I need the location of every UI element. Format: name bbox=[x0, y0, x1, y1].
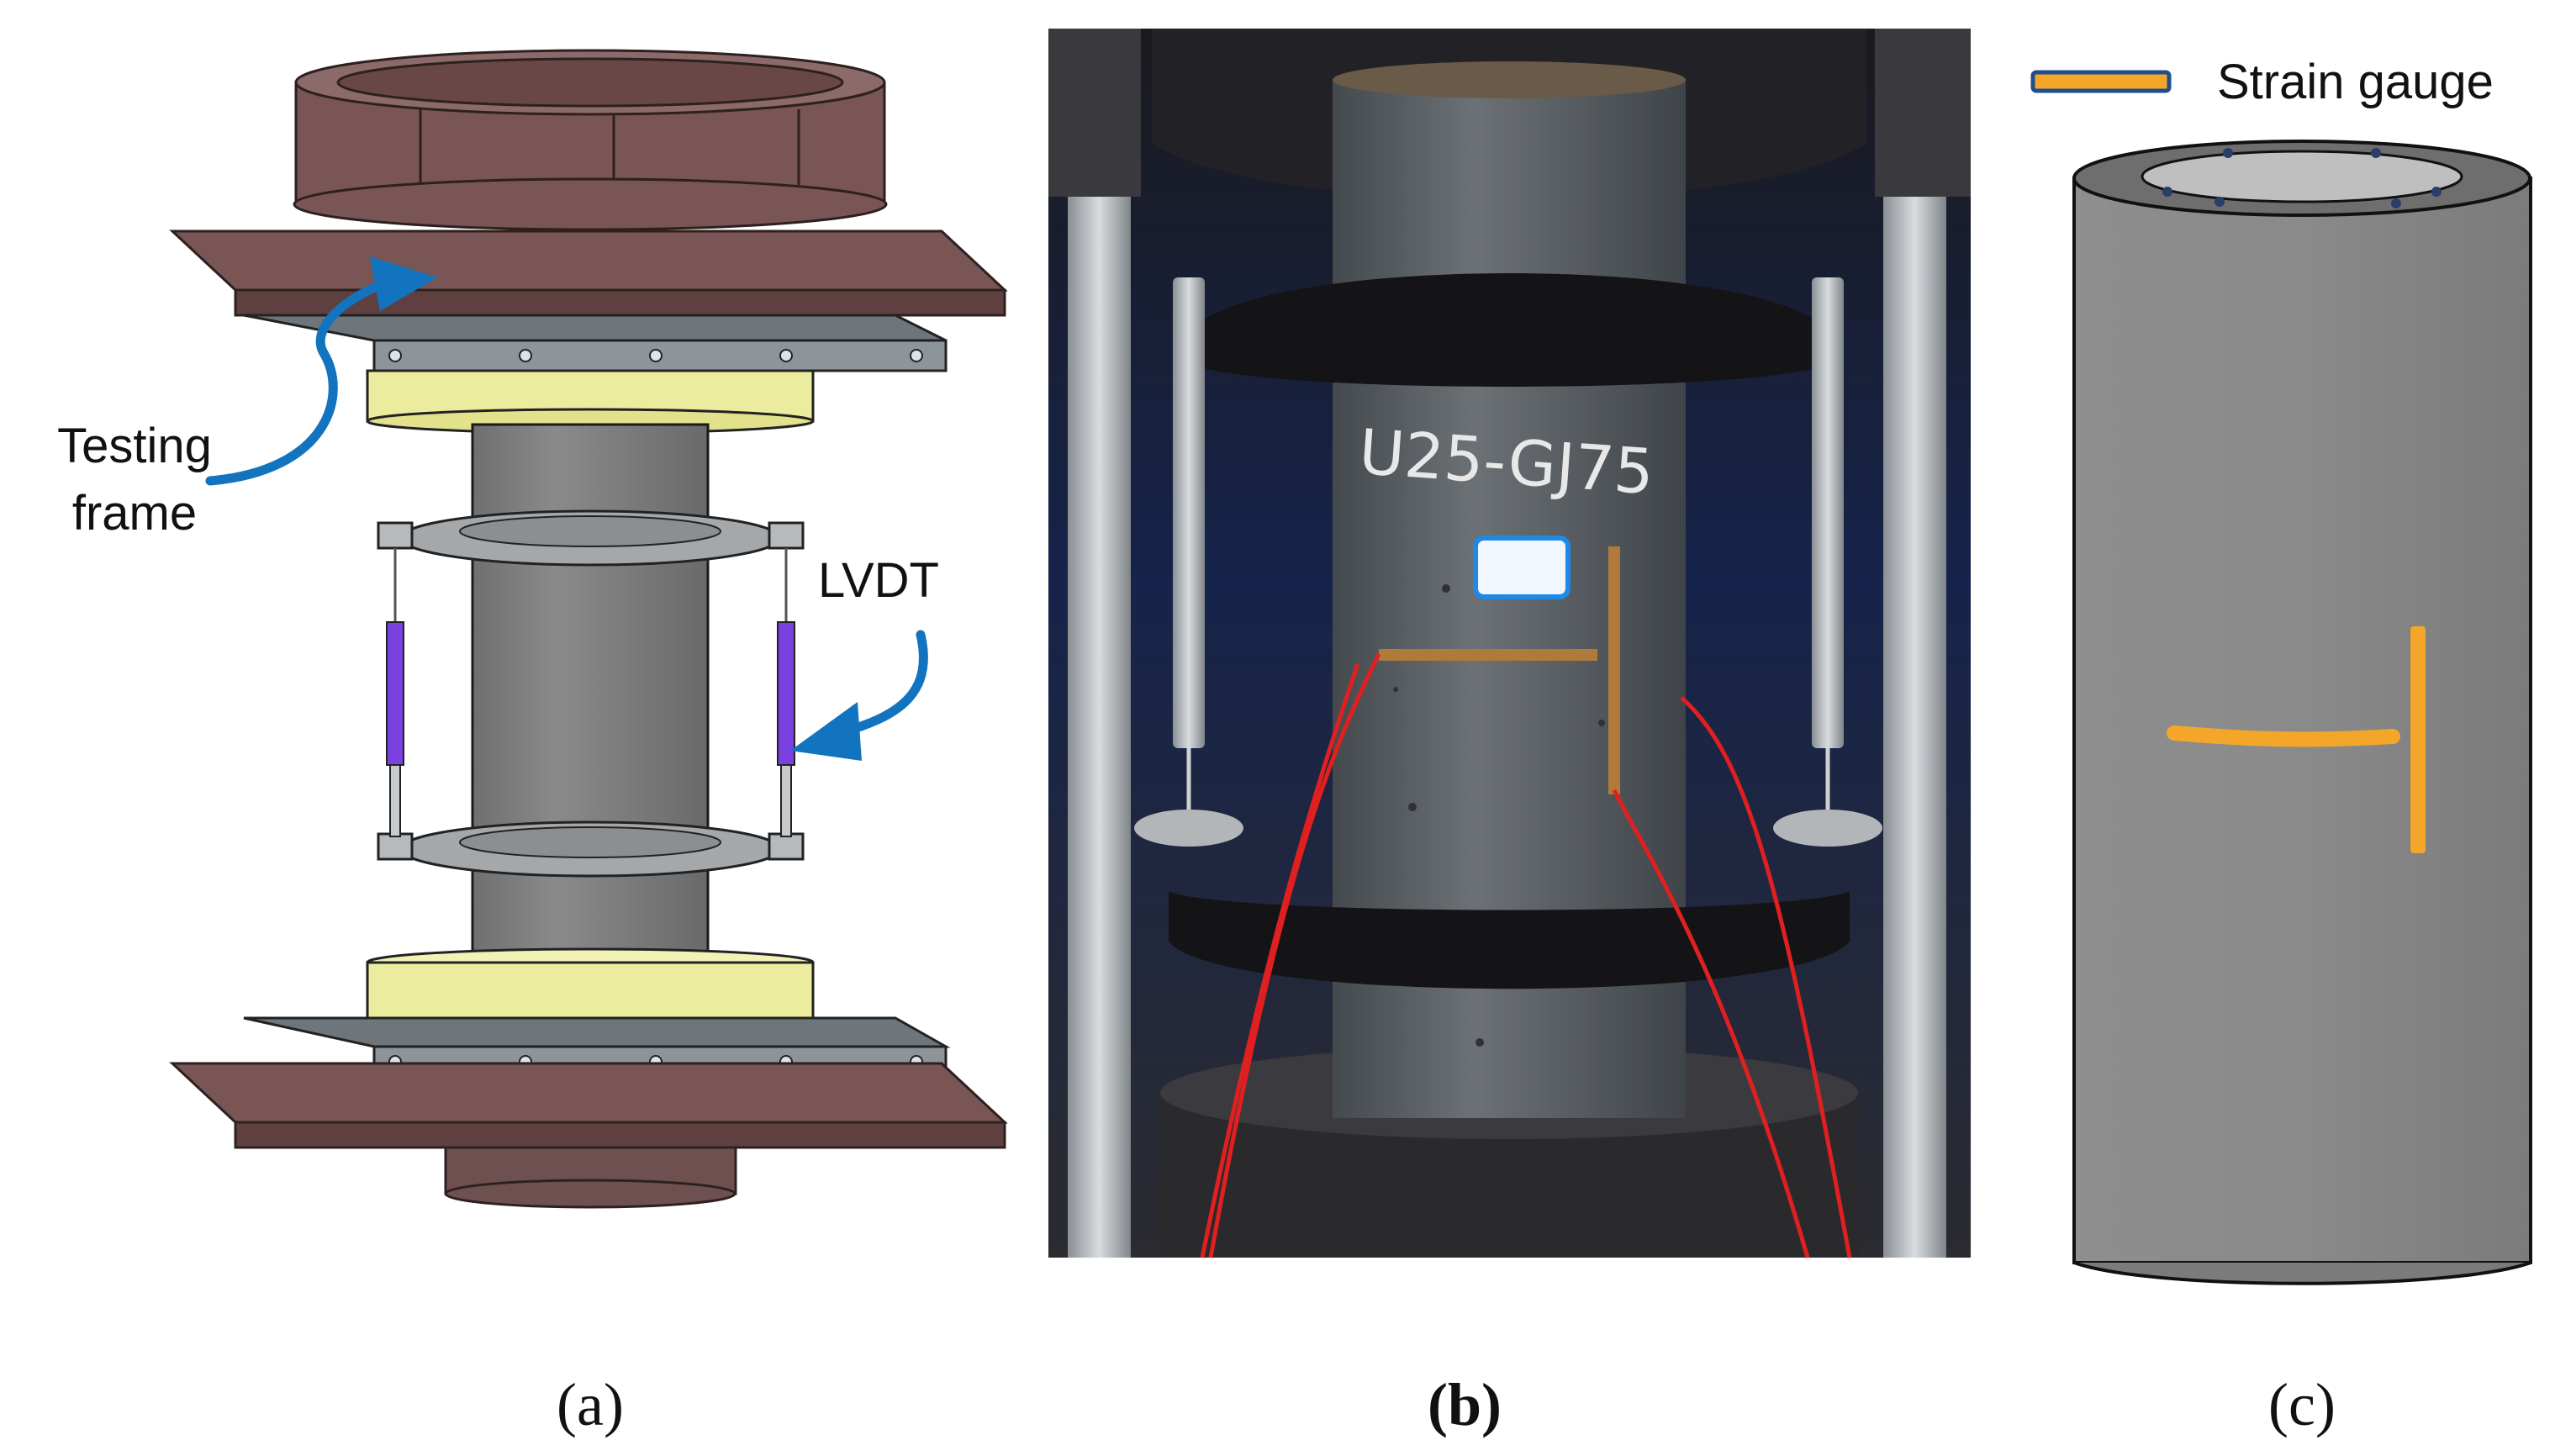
upper-clamp-ring bbox=[377, 509, 805, 567]
top-steel-plate bbox=[243, 314, 947, 342]
photo-lvdt-left bbox=[1173, 277, 1205, 748]
photo-lvdt-right bbox=[1812, 277, 1844, 748]
lvdt-arrow bbox=[790, 630, 928, 761]
caption-b: (b) bbox=[1428, 1371, 1502, 1438]
lvdt-left bbox=[386, 548, 404, 837]
panel-c-gauge-layout: Strain gauge bbox=[2030, 55, 2532, 1285]
schematic-cylinder-c bbox=[2072, 177, 2532, 1264]
schematic-specimen bbox=[471, 423, 710, 981]
top-frame-drum bbox=[293, 49, 888, 231]
caption-c: (c) bbox=[2268, 1371, 2336, 1438]
legend-strain-gauge: Strain gauge bbox=[2030, 55, 2494, 109]
panel-a-schematic: Testing frame LVDT bbox=[57, 49, 1008, 1209]
lvdt-label: LVDT bbox=[818, 553, 939, 608]
testing-frame-label-line1: Testing bbox=[57, 419, 212, 473]
vertical-strain-gauge bbox=[2410, 626, 2426, 853]
lvdt-right bbox=[777, 548, 795, 837]
top-plate-bolts bbox=[388, 349, 923, 362]
lower-clamp-ring bbox=[377, 820, 805, 878]
bottom-steel-plate bbox=[243, 1016, 951, 1048]
photo-left-column bbox=[1068, 193, 1131, 1258]
photo-vertical-gauge bbox=[1608, 546, 1620, 794]
testing-frame-label-line2: frame bbox=[72, 486, 197, 541]
photo-horizontal-gauge bbox=[1379, 649, 1597, 661]
photo-upper-clamp bbox=[1185, 273, 1833, 387]
testing-frame-arrow bbox=[205, 256, 437, 486]
bottom-frame-plate bbox=[169, 1062, 1008, 1124]
bottom-yellow-spacer bbox=[366, 947, 815, 1020]
legend-strain-gauge-label: Strain gauge bbox=[2217, 55, 2494, 109]
specimen-tag bbox=[1473, 535, 1570, 599]
legend-gauge-swatch bbox=[2030, 70, 2172, 93]
photo-right-column bbox=[1883, 193, 1946, 1258]
caption-a: (a) bbox=[557, 1371, 624, 1438]
top-frame-plate bbox=[169, 229, 1008, 292]
horizontal-strain-gauge bbox=[2167, 725, 2400, 747]
photo-lead-wires bbox=[1200, 652, 1852, 1258]
bottom-frame-drum bbox=[444, 1146, 737, 1209]
panel-b-photo: U25-GJ75 bbox=[1048, 29, 1971, 1258]
